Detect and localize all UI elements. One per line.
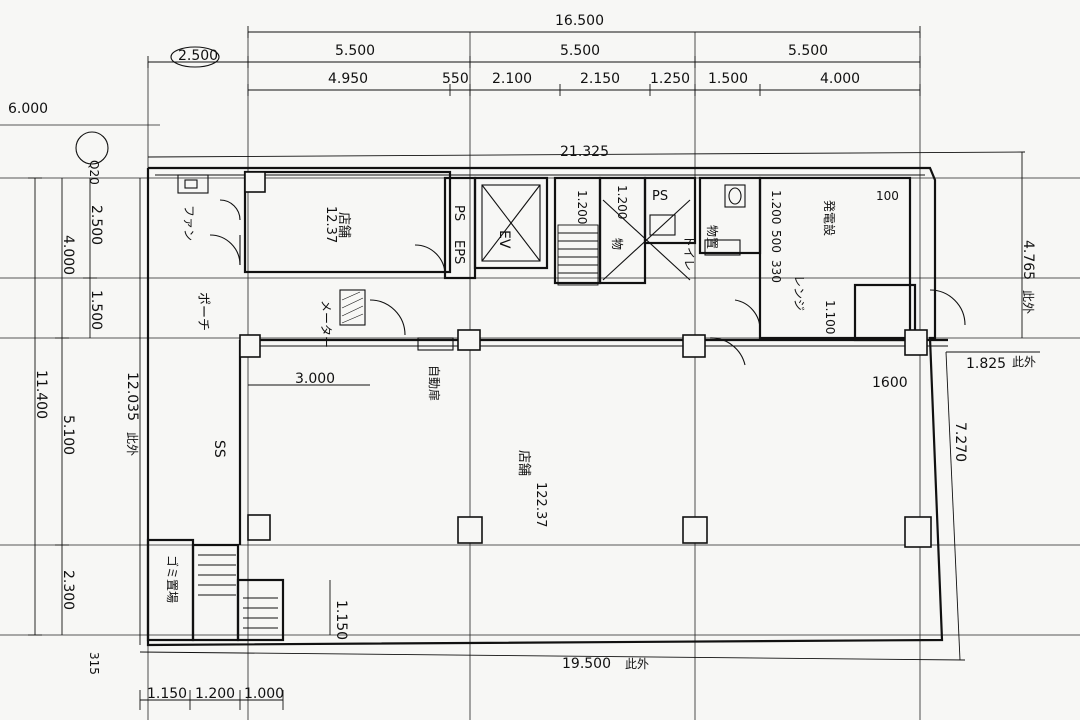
kitchen-label: レンジ [792, 275, 806, 311]
dim-detail-1: 4.950 [328, 71, 368, 87]
toilet-label: トイレ [682, 235, 696, 271]
column [457, 516, 483, 544]
dim-overall-width: 21.325 [560, 144, 609, 160]
meter-label: メーター [319, 300, 333, 348]
dim-detail-4: 2.150 [580, 71, 620, 87]
corner-tag: Q20 [87, 160, 101, 185]
fan-label: ファン [182, 205, 196, 241]
bottom-dimensions: 19.500 此外 315 1.150 1.200 1.000 [87, 651, 966, 710]
dim-detail-7: 4.000 [820, 71, 860, 87]
dim-1200-a: 1.200 [575, 190, 589, 224]
dim-top-bay-1: 5.500 [335, 43, 375, 59]
dim-left-overall: 11.400 [33, 370, 49, 419]
right-dimensions: 4.765 此外 1.825 此外 7.270 [945, 152, 1040, 661]
ev-label: EV [496, 230, 512, 249]
dim-top-bay-2: 5.500 [560, 43, 600, 59]
dim-1100: 1.100 [823, 300, 837, 334]
dim-right-offset: 1.825 [966, 356, 1006, 372]
dim-detail-6: 1.500 [708, 71, 748, 87]
shop-area: 12.37 [323, 206, 338, 243]
top-dimensions: 16.500 5.500 5.500 5.500 2.500 4.950 550… [8, 13, 1026, 185]
main-label: 店舗 [516, 450, 531, 476]
dim-left-depth-note: 此外 [125, 432, 139, 456]
dim-1150: 1.150 [333, 600, 349, 640]
dim-bottom-small: 315 [87, 652, 101, 675]
grid-lines [0, 32, 1080, 720]
dim-500: 500 [769, 230, 783, 253]
dim-right-top: 4.765 [1020, 240, 1036, 280]
dim-bottom-overall: 19.500 [562, 656, 611, 672]
elevator-shaft [481, 184, 691, 281]
dim-top-overall: 16.500 [555, 13, 604, 29]
porch-label: ポーチ [195, 292, 210, 331]
hatched-area [341, 291, 364, 324]
shutter-label: 自動扉 [427, 365, 441, 401]
dim-left-depth: 12.035 [124, 372, 140, 421]
fixtures [177, 174, 746, 351]
misc-label-2: 物置 [705, 225, 719, 249]
ps-label-1: PS [451, 205, 466, 221]
ps-label-2: PS [652, 189, 668, 204]
building-walls [146, 166, 948, 647]
dim-right-top-note: 此外 [1021, 290, 1035, 314]
dim-left-3: 1.500 [88, 290, 104, 330]
column [904, 329, 928, 356]
dim-1600: 1600 [872, 375, 908, 391]
column [682, 334, 706, 358]
dim-right-offset-note: 此外 [1012, 355, 1036, 369]
column [247, 514, 271, 541]
dim-left-mid: 5.100 [60, 415, 76, 455]
dim-1200-c: 1.200 [769, 190, 783, 224]
dim-top-bay-3: 5.500 [788, 43, 828, 59]
dim-left-1: 2.500 [88, 205, 104, 245]
elec-room-label: 発電設 [822, 200, 837, 236]
doors [209, 199, 966, 366]
dim-detail-3: 2.100 [492, 71, 532, 87]
column [239, 334, 261, 358]
dim-left-2: 4.000 [60, 235, 76, 275]
dim-detail-2: 550 [442, 71, 469, 87]
column [682, 516, 708, 544]
garbage-label: ゴミ置場 [165, 555, 180, 603]
dim-bottom-3: 1.000 [244, 686, 284, 702]
dim-bottom-1: 1.150 [147, 686, 187, 702]
left-dimensions: 2.500 4.000 1.500 11.400 5.100 2.300 12.… [28, 177, 141, 645]
dim-bottom-note: 此外 [625, 657, 649, 671]
dim-bottom-2: 1.200 [195, 686, 235, 702]
dim-left-offset: 6.000 [8, 101, 48, 117]
dim-330: 330 [769, 260, 783, 283]
dim-top-corner: 2.500 [178, 48, 218, 64]
column [457, 329, 481, 351]
dim-3000: 3.000 [295, 371, 335, 387]
dim-detail-5: 1.250 [650, 71, 690, 87]
dim-100: 100 [876, 189, 899, 203]
main-area: 122.37 [533, 482, 548, 528]
column [904, 516, 932, 548]
columns [239, 171, 932, 548]
stairs [198, 224, 599, 629]
misc-label-1: 物 [610, 238, 624, 250]
room-labels: 店舗 12.37 店舗 122.37 ポーチ EV PS EPS PS 物 物置… [165, 185, 908, 640]
dim-right-low: 7.270 [952, 422, 968, 462]
shop-label: 店舗 [336, 212, 351, 238]
dim-1200-b: 1.200 [615, 185, 629, 219]
eps-label: EPS [451, 240, 466, 264]
column [244, 171, 266, 193]
ss-label: SS [211, 440, 227, 458]
dim-left-low: 2.300 [60, 570, 76, 610]
